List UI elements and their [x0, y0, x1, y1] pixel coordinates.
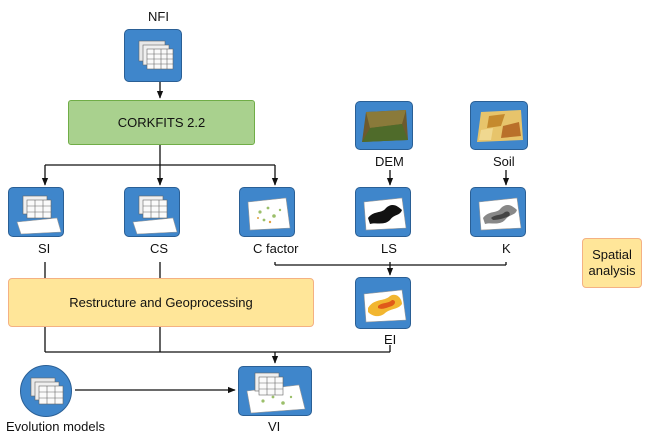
map-sheet-icon	[246, 372, 306, 414]
dem-label: DEM	[375, 154, 404, 169]
nfi-node	[124, 29, 182, 82]
ls-node	[355, 187, 411, 237]
restructure-label: Restructure and Geoprocessing	[69, 295, 253, 310]
ls-label: LS	[381, 241, 397, 256]
dem-node	[355, 101, 413, 150]
corkfits-label: CORKFITS 2.2	[117, 115, 206, 130]
table-stack-icon	[138, 40, 174, 70]
ei-node	[355, 277, 411, 329]
table-stack-icon	[132, 195, 178, 235]
si-node	[8, 187, 64, 237]
map-sheet-icon	[247, 197, 291, 231]
map-sheet-icon	[363, 197, 407, 231]
cfactor-label: C factor	[253, 241, 299, 256]
nfi-label: NFI	[148, 9, 169, 24]
spatial-analysis-line2: analysis	[588, 263, 636, 278]
raster-layer-icon	[362, 110, 408, 142]
ei-label: EI	[384, 332, 397, 347]
soil-label: Soil	[493, 154, 515, 169]
spatial-analysis-legend: Spatial analysis	[582, 238, 642, 288]
table-stack-icon	[30, 377, 64, 405]
cs-label: CS	[150, 241, 169, 256]
evolution-models-label: Evolution models	[6, 419, 105, 434]
si-label: SI	[38, 241, 51, 256]
corkfits-process-box: CORKFITS 2.2	[68, 100, 255, 145]
k-node	[470, 187, 526, 237]
spatial-analysis-line1: Spatial	[592, 247, 632, 262]
map-sheet-icon	[478, 197, 522, 231]
evolution-models-node	[20, 365, 72, 417]
table-stack-icon	[16, 195, 62, 235]
vi-node	[238, 366, 312, 416]
k-label: K	[502, 241, 511, 256]
cs-node	[124, 187, 180, 237]
cfactor-node	[239, 187, 295, 237]
soil-node	[470, 101, 528, 150]
raster-layer-icon	[477, 110, 523, 142]
vi-label: VI	[268, 419, 281, 434]
map-sheet-icon	[363, 289, 407, 323]
restructure-process-box: Restructure and Geoprocessing	[8, 278, 314, 327]
